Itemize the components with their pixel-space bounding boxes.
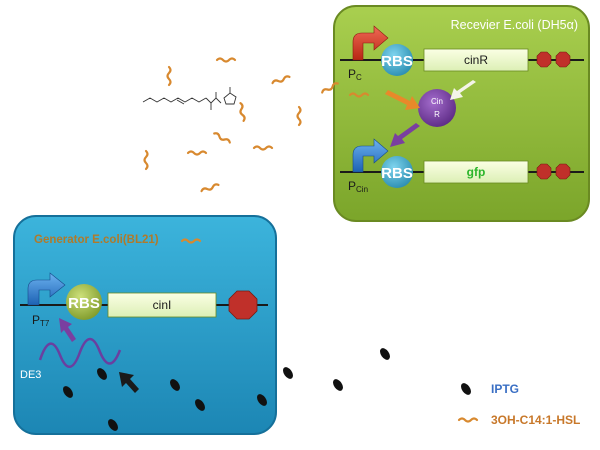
legend: IPTG 3OH-C14:1-HSL: [457, 382, 580, 427]
rbs-bottom-shape: [381, 156, 413, 188]
rbs-bottom-label: RBS: [381, 165, 413, 182]
arrow-black-iptg-icon: [119, 372, 139, 393]
arrow-purple-to-pcin-icon: [390, 123, 420, 147]
gene-cinr-box: [423, 48, 529, 72]
de3-label: DE3: [20, 369, 41, 381]
receiver-operon-bottom: PCin RBS gfp: [340, 138, 584, 194]
hsl-molecule-icon: [200, 183, 220, 193]
receiver-operon-top: PC RBS cinR: [340, 25, 584, 82]
iptg-molecule-icon: [63, 386, 73, 398]
hsl-molecule-icon: [215, 57, 237, 63]
cinr-protein: [418, 89, 456, 127]
promoter-pt7-label: PT7: [32, 313, 50, 328]
de3-wave-icon: [38, 337, 122, 368]
arrow-orange-to-cinr-icon: [385, 90, 420, 110]
cinr-protein-label-line1: Cin: [431, 97, 443, 106]
hsl-molecule-icon: [213, 132, 231, 144]
hsl-molecule-icon: [348, 92, 370, 98]
promoter-arrow-blue-icon: [352, 138, 389, 173]
iptg-molecule-icon: [108, 419, 118, 431]
hsl-molecule-icon: [180, 238, 202, 244]
rbs-generator-label: RBS: [68, 295, 100, 312]
iptg-molecule-icon: [170, 379, 180, 391]
hsl-molecules: [143, 57, 339, 193]
cinr-protein-label-line2: R: [434, 110, 440, 119]
promoter-arrow-red-icon: [352, 25, 389, 61]
legend-hsl-label: 3OH-C14:1-HSL: [491, 413, 580, 427]
promoter-pc-label: PC: [348, 67, 362, 82]
legend-iptg-label: IPTG: [491, 382, 519, 396]
iptg-molecule-icon: [257, 394, 267, 406]
generator-title: Generator E.coli(BL21): [34, 234, 159, 246]
gene-cinr-label: cinR: [464, 53, 488, 67]
promoter-arrow-blue-icon: [27, 272, 66, 306]
hsl-molecule-icon: [296, 105, 302, 127]
gene-gfp-box: [423, 160, 529, 184]
gene-cini-label: cinI: [153, 298, 172, 312]
gene-cini-box: [107, 292, 217, 318]
arrow-purple-to-pt7-icon: [59, 318, 76, 342]
hsl-molecule-icon: [166, 65, 172, 87]
gene-gfp-label: gfp: [467, 165, 486, 179]
terminator-icon: [536, 163, 552, 180]
hsl-molecule-icon: [186, 150, 208, 156]
terminator-icon: [555, 163, 571, 180]
promoter-pcin-label: PCin: [348, 179, 368, 194]
hsl-molecule-icon: [252, 145, 274, 151]
iptg-molecule-icon: [283, 367, 293, 379]
rbs-generator-shape: [66, 284, 102, 320]
legend-hsl-icon: [457, 417, 479, 423]
hsl-molecule-icon: [271, 75, 291, 85]
generator-cell: Generator E.coli(BL21) PT7 RBS cinI DE3: [13, 215, 277, 435]
receiver-cell: Recevier E.coli (DH5α) PC RBS cinR Cin R…: [333, 5, 590, 222]
receiver-title: Recevier E.coli (DH5α): [451, 18, 578, 32]
terminator-icon: [536, 51, 552, 68]
arrow-white-to-cinr-icon: [450, 80, 476, 100]
hsl-molecule-icon: [239, 102, 246, 122]
hsl-molecule-icon: [321, 82, 339, 94]
hsl-chemical-structure-icon: [142, 87, 237, 110]
hsl-molecule-icon: [143, 149, 149, 171]
iptg-molecule-icon: [333, 379, 343, 391]
iptg-molecules: [63, 348, 390, 431]
terminator-icon: [228, 290, 258, 320]
terminator-icon: [555, 51, 571, 68]
iptg-molecule-icon: [380, 348, 390, 360]
rbs-top-shape: [381, 44, 413, 76]
iptg-molecule-icon: [195, 399, 205, 411]
legend-iptg-icon: [461, 383, 471, 395]
rbs-top-label: RBS: [381, 53, 413, 70]
iptg-molecule-icon: [97, 368, 107, 380]
